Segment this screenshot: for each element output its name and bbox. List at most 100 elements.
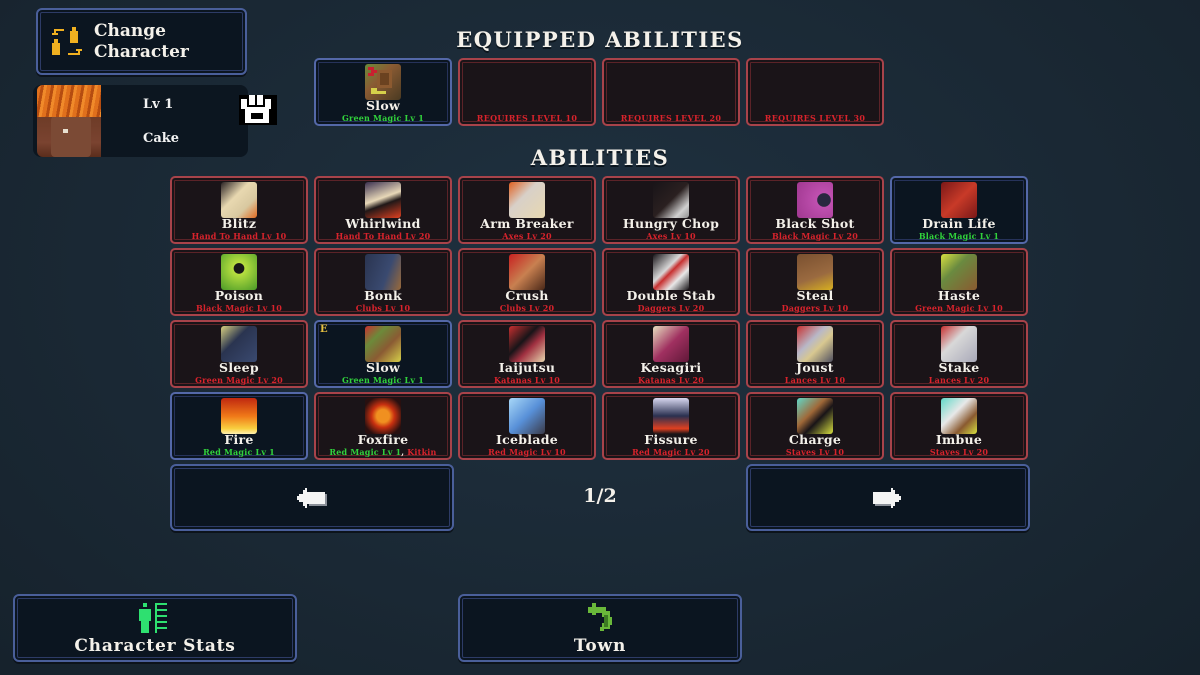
arrow-right-icon [871,486,905,510]
stake-icon [941,326,977,362]
arrow-left-icon [295,486,329,510]
joust-icon [797,326,833,362]
character-card: Lv 1 Cake [33,85,277,157]
slow-icon [365,326,401,362]
bonk-icon [365,254,401,290]
town-label: Town [573,636,627,656]
ability-requirement: Black Magic Lv 10 [195,303,283,313]
ability-name: Poison [214,288,264,303]
equipped-slot-2-locked: REQUIRES LEVEL 10 [458,58,596,126]
character-stats-icon [137,601,173,635]
slow-icon [365,64,401,100]
return-arrow-icon [582,601,618,635]
next-page-button[interactable] [746,464,1030,531]
ability-requirement: Green Magic Lv 10 [915,303,1003,313]
ability-name: Stake [938,360,980,375]
town-button[interactable]: Town [458,594,742,662]
poison-icon [221,254,257,290]
ability-name: Crush [505,288,549,303]
ability-requirement: Black Magic Lv 1 [918,231,1000,241]
ability-requirement: Hand To Hand Lv 10 [191,231,287,241]
blitz-icon [221,182,257,218]
ability-requirement: Green Magic Lv 1 [342,375,424,385]
drain-life-icon [941,182,977,218]
ability-name: Foxfire [357,432,409,447]
kesagiri-icon [653,326,689,362]
ability-name: Arm Breaker [480,216,574,231]
ability-requirement: Staves Lv 20 [929,447,989,457]
ability-name: Kesagiri [640,360,702,375]
ability-name: Slow [365,98,401,113]
iaijutsu-icon [509,326,545,362]
equipped-slot-3-locked: REQUIRES LEVEL 20 [602,58,740,126]
ability-requirement: Red Magic Lv 1 [203,447,275,457]
ability-requirement: Daggers Lv 10 [781,303,849,313]
whirlwind-icon [365,182,401,218]
imbue-icon [941,398,977,434]
character-level: Lv 1 [143,97,174,112]
ability-requirement: Green Magic Lv 20 [195,375,283,385]
equipped-marker: E [320,324,328,335]
previous-page-button[interactable] [170,464,454,531]
character-stats-button[interactable]: Character Stats [13,594,297,662]
ability-requirement: Katanas Lv 10 [493,375,561,385]
ability-requirement: Green Magic Lv 1 [342,113,424,123]
crush-icon [509,254,545,290]
double-stab-icon [653,254,689,290]
hungry-chop-icon [653,182,689,218]
ability-requirement: Daggers Lv 20 [637,303,705,313]
ability-name: Bonk [364,288,402,303]
locked-slot-message: REQUIRES LEVEL 30 [764,113,866,123]
ability-name: Fire [224,432,254,447]
abilities-title: ABILITIES [530,145,670,170]
locked-slot-message: REQUIRES LEVEL 20 [620,113,722,123]
ability-requirement: Red Magic Lv 10 [488,447,566,457]
ability-name: Haste [937,288,981,303]
arm-breaker-icon [509,182,545,218]
ability-requirement: Axes Lv 20 [502,231,552,241]
ability-requirement: Red Magic Lv 1, Kitkin [329,447,437,457]
ability-name: Joust [796,360,834,375]
equipped-slot-1[interactable]: Slow Green Magic Lv 1 [314,58,452,126]
ability-requirement: Clubs Lv 10 [355,303,411,313]
ability-name: Imbue [935,432,983,447]
ability-requirement: Lances Lv 10 [784,375,846,385]
iceblade-icon [509,398,545,434]
ability-name: Blitz [221,216,257,231]
ability-requirement: Lances Lv 20 [928,375,990,385]
change-character-button[interactable]: Change Character [36,8,247,75]
ability-name: Double Stab [626,288,716,303]
ability-name: Iaijutsu [498,360,556,375]
change-character-label: Change Character [94,20,189,62]
paw-icon [239,89,277,127]
character-stats-label: Character Stats [74,636,236,656]
ability-requirement: Axes Lv 10 [646,231,696,241]
ability-requirement: Katanas Lv 20 [637,375,705,385]
ability-name: Black Shot [775,216,855,231]
ability-name: Steal [796,288,834,303]
